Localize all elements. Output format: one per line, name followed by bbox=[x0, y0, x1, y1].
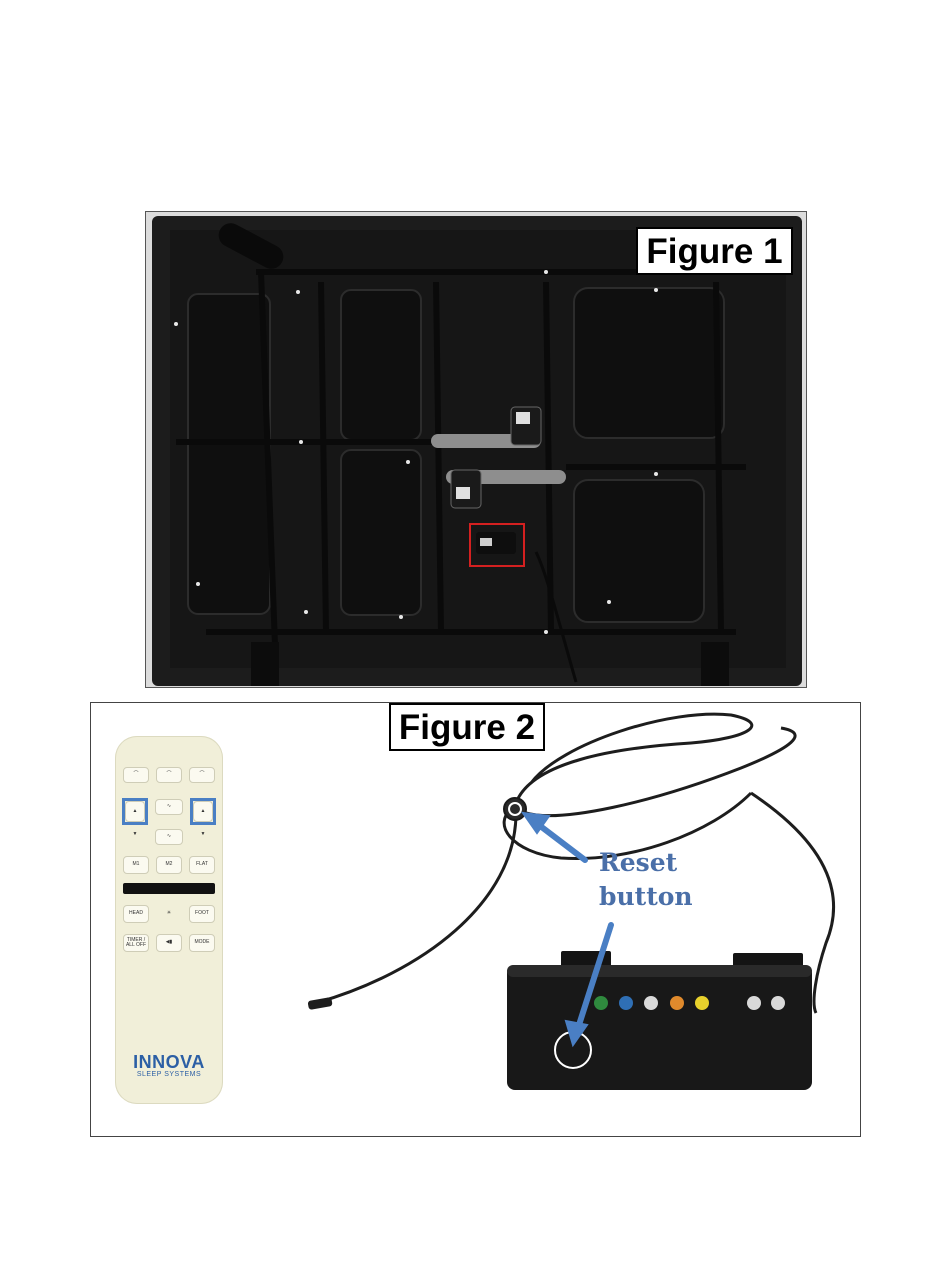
reset-annotation-line1: Reset bbox=[599, 846, 709, 880]
reset-button-annotation: Reset button bbox=[599, 846, 709, 914]
figure-1-label: Figure 1 bbox=[636, 227, 793, 275]
control-box-diagram bbox=[91, 703, 861, 1137]
reset-annotation-line2: button bbox=[599, 880, 709, 914]
figure-1-photo: Figure 1 bbox=[145, 211, 807, 688]
figure-2-panel: Figure 2 ⌒ ⌒ ⌒ ▲ ▼ ∿ ∿ ▲ ▼ M1 M2 FLAT HE… bbox=[90, 702, 861, 1137]
bed-base-underside-illustration bbox=[146, 212, 807, 688]
